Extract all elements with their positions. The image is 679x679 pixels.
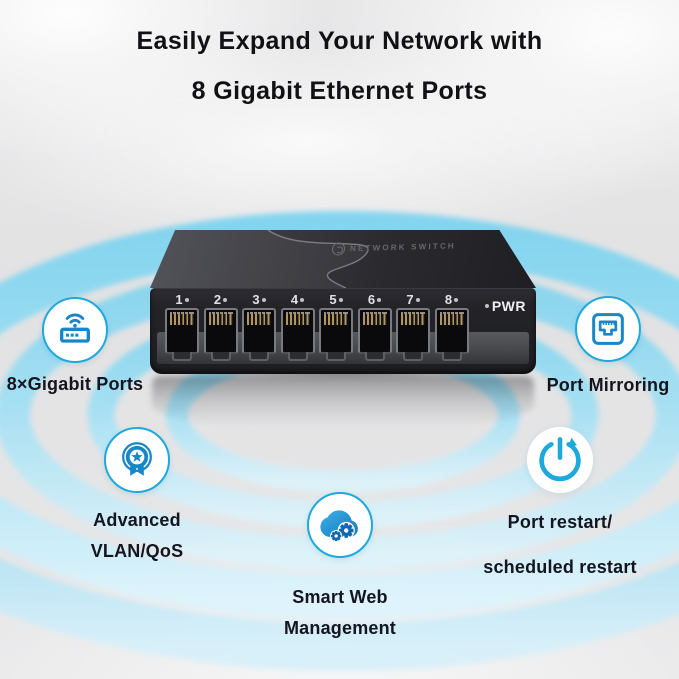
port-led <box>261 298 266 302</box>
rj45-jack <box>319 308 353 361</box>
brand-logo-icon <box>331 242 346 256</box>
title-line-2: 8 Gigabit Ethernet Ports <box>191 77 488 105</box>
rj45-clip-slot <box>403 352 423 361</box>
ethernet-port: 2 <box>203 292 239 361</box>
rj45-jack <box>357 308 392 361</box>
rj45-jack <box>396 308 430 361</box>
title-line-1: Easily Expand Your Network with <box>136 27 543 55</box>
feature-port-restart: Port restart/ scheduled restart <box>468 427 652 583</box>
rj45-pins <box>401 312 425 325</box>
port-number-label: 3 <box>252 292 260 307</box>
rj45-pins <box>324 312 348 325</box>
port-led <box>300 298 305 302</box>
rj45-jack <box>434 308 469 361</box>
ethernet-ports-row: 1 2 3 4 5 <box>164 292 472 361</box>
feature-label-line-2: scheduled restart <box>483 557 637 577</box>
port-number-label: 1 <box>175 292 183 307</box>
medal-icon <box>104 427 170 493</box>
page-title: Easily Expand Your Network with 8 Gigabi… <box>0 26 679 106</box>
ethernet-port-icon <box>575 296 641 362</box>
rj45-clip-slot <box>364 352 385 361</box>
feature-label: 8×Gigabit Ports <box>6 374 144 394</box>
rj45-clip-slot <box>210 352 231 361</box>
network-switch-device: NETWORK SWITCH 1 2 3 4 <box>150 230 536 374</box>
feature-advanced-vlan-qos: Advanced VLAN/QoS <box>63 427 211 567</box>
ethernet-port: 6 <box>357 292 393 361</box>
ethernet-port: 4 <box>280 292 316 361</box>
rj45-clip-slot <box>326 352 346 361</box>
switch-top-face: NETWORK SWITCH <box>150 230 536 288</box>
feature-smart-web-management: Smart Web Management <box>256 492 424 644</box>
power-led <box>484 304 489 308</box>
brand-name: NETWORK SWITCH <box>349 241 457 254</box>
rj45-jack <box>242 308 276 361</box>
rj45-clip-slot <box>249 352 269 361</box>
ethernet-port: 3 <box>241 292 277 361</box>
rj45-clip-slot <box>172 352 192 361</box>
ethernet-port: 5 <box>318 292 354 361</box>
port-led <box>184 298 189 302</box>
gear-small <box>330 529 343 543</box>
port-led <box>338 298 343 302</box>
device-reflection <box>152 376 534 432</box>
port-number-label: 4 <box>290 292 299 307</box>
top-face-sheen <box>150 230 369 288</box>
port-led <box>415 298 420 302</box>
rj45-jack <box>165 308 199 361</box>
port-number-label: 2 <box>213 292 222 307</box>
rj45-clip-slot <box>441 352 462 361</box>
ethernet-port: 8 <box>434 292 470 361</box>
rj45-jack <box>280 308 315 361</box>
rj45-clip-slot <box>287 352 308 361</box>
rj45-jack <box>203 308 238 361</box>
rj45-pins <box>170 312 194 325</box>
feature-gigabit-ports: 8×Gigabit Ports <box>2 297 148 400</box>
port-number-label: 6 <box>367 292 376 307</box>
rj45-pins <box>247 312 271 325</box>
power-label: PWR <box>491 298 526 314</box>
switch-front-panel: 1 2 3 4 5 <box>150 288 536 374</box>
cloud-gear-icon <box>307 492 373 558</box>
restart-power-icon <box>527 427 593 493</box>
router-ports-icon <box>42 297 108 363</box>
rj45-pins <box>208 312 233 325</box>
port-led <box>223 298 228 302</box>
ethernet-port: 1 <box>164 292 200 361</box>
feature-port-mirroring: Port Mirroring <box>537 296 679 401</box>
rj45-pins <box>362 312 387 325</box>
port-led <box>377 298 382 302</box>
port-led <box>454 298 459 302</box>
feature-label-line-1: Port restart/ <box>507 512 613 532</box>
port-number-label: 8 <box>444 292 453 307</box>
feature-label: Port Mirroring <box>546 375 670 395</box>
ethernet-port: 7 <box>395 292 431 361</box>
port-number-label: 7 <box>406 292 414 307</box>
port-number-label: 5 <box>329 292 337 307</box>
power-indicator: PWR <box>484 298 526 314</box>
feature-label: Advanced VLAN/QoS <box>90 510 184 561</box>
rj45-pins <box>439 312 464 325</box>
feature-label: Smart Web Management <box>283 587 397 638</box>
rj45-pins <box>285 312 310 325</box>
